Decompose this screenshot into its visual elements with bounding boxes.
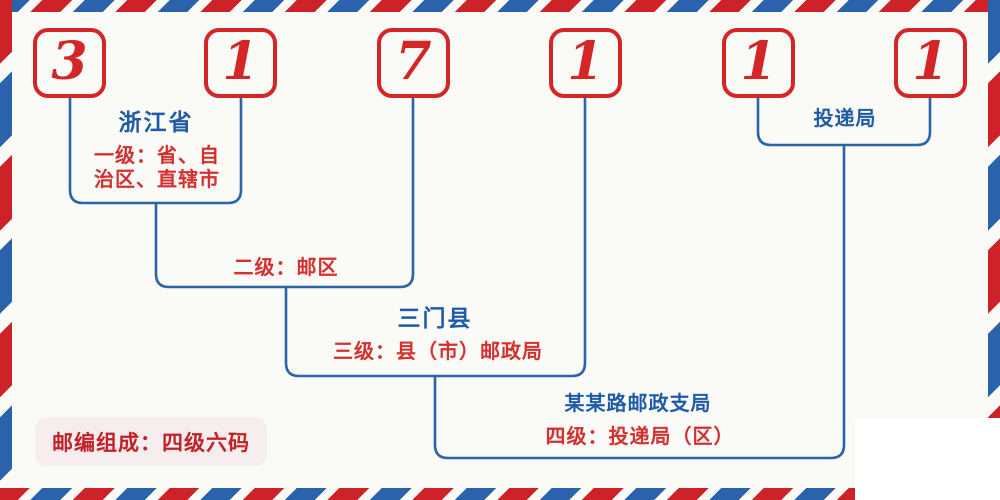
corner-cutout [855,418,1000,500]
airmail-border-left [0,0,12,500]
postal-digit: 3 [51,31,88,92]
airmail-border-top [0,0,1000,12]
level3-place-label: 三门县 [397,306,473,332]
postal-digit-box: 1 [549,28,622,98]
postal-digit-box: 7 [377,28,450,98]
postal-digit-box: 1 [204,28,277,98]
level3-description: 三级：县（市）邮政局 [333,339,543,363]
level4-description: 四级：投递局（区） [545,424,735,448]
postal-digit-box: 1 [894,28,967,98]
level2-description: 二级：邮区 [233,255,339,279]
postal-digit-box: 1 [722,28,795,98]
level1-place-label: 浙江省 [118,110,194,136]
delivery-office-label: 投递局 [813,106,877,130]
postal-digit: 1 [567,31,604,92]
airmail-border-right [988,0,1000,500]
postal-digit: 1 [222,31,259,92]
postal-digit: 1 [912,31,949,92]
airmail-border-bottom [0,488,1000,500]
postal-digit-box: 3 [33,28,106,98]
level3-bracket [284,96,587,378]
level4-place-label: 某某路邮政支局 [564,391,712,415]
level1-description: 一级：省、自 治区、直辖市 [94,143,220,191]
postal-digit: 7 [395,31,432,92]
postal-code-composition-badge: 邮编组成：四级六码 [35,417,267,466]
postal-digit: 1 [740,31,777,92]
